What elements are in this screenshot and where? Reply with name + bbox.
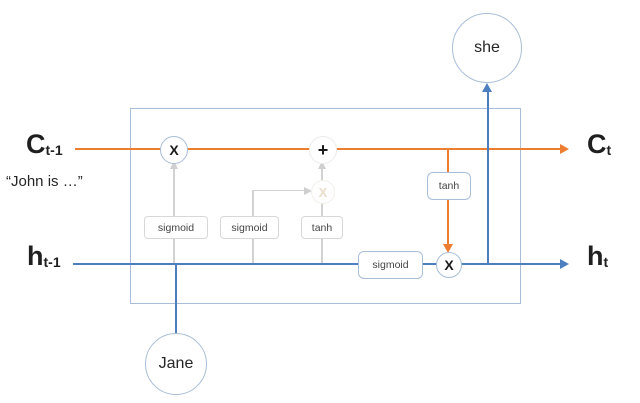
- candidate-gate-box: tanh: [301, 216, 343, 239]
- forget-gate-label: sigmoid: [157, 221, 195, 234]
- forget-gate-line: [173, 164, 175, 264]
- output-word-line: [486, 91, 490, 264]
- cell-activation-box: tanh: [427, 172, 471, 200]
- candidate-multiply-circle: X: [311, 180, 335, 204]
- hidden-state-prev-base: h: [27, 241, 44, 271]
- output-gate-label: sigmoid: [372, 259, 409, 271]
- candidate-multiply-label: X: [318, 184, 328, 200]
- forget-multiply-circle: X: [160, 136, 188, 164]
- context-text: “John is …”: [6, 173, 83, 190]
- hidden-state-next-base: h: [587, 241, 604, 271]
- cell-output-branch-upper: [446, 149, 449, 173]
- cell-activation-label: tanh: [438, 180, 460, 192]
- candidate-arrowhead-icon: [317, 161, 326, 169]
- forget-multiply-label: X: [169, 142, 179, 158]
- input-gate-box: sigmoid: [220, 216, 279, 239]
- output-word-circle: she: [452, 13, 522, 83]
- input-word-label: Jane: [158, 355, 194, 372]
- cell-state-arrowhead-icon: [560, 143, 569, 154]
- output-multiply-label: X: [444, 257, 454, 273]
- cell-output-arrowhead-icon: [443, 244, 453, 253]
- cell-state-next-sub: t: [606, 142, 612, 158]
- cell-state-prev-base: C: [26, 129, 46, 159]
- hidden-state-arrowhead-icon: [560, 258, 569, 269]
- add-label: +: [317, 139, 329, 160]
- cell-output-branch-lower: [446, 198, 449, 245]
- forget-gate-arrowhead-icon: [169, 161, 178, 169]
- input-gate-label: sigmoid: [231, 221, 268, 234]
- output-multiply-circle: X: [436, 252, 462, 278]
- forget-gate-box: sigmoid: [144, 216, 208, 239]
- hidden-state-next-sub: t: [603, 254, 609, 270]
- hidden-state-line: [73, 262, 561, 266]
- input-gate-elbow-line: [252, 189, 305, 192]
- input-gate-arrowhead-icon: [304, 186, 312, 195]
- input-word-line: [174, 264, 178, 333]
- candidate-line: [321, 164, 323, 264]
- hidden-state-prev-sub: t-1: [43, 254, 61, 270]
- add-circle: +: [309, 136, 337, 164]
- output-word-label: she: [474, 39, 500, 56]
- candidate-gate-label: tanh: [311, 221, 333, 234]
- output-word-arrowhead-icon: [481, 83, 492, 92]
- output-gate-box: sigmoid: [358, 251, 423, 279]
- cell-state-next-base: C: [587, 129, 607, 159]
- lstm-cell-box: [130, 108, 521, 304]
- cell-state-prev-sub: t-1: [45, 142, 63, 158]
- input-word-circle: Jane: [145, 333, 207, 395]
